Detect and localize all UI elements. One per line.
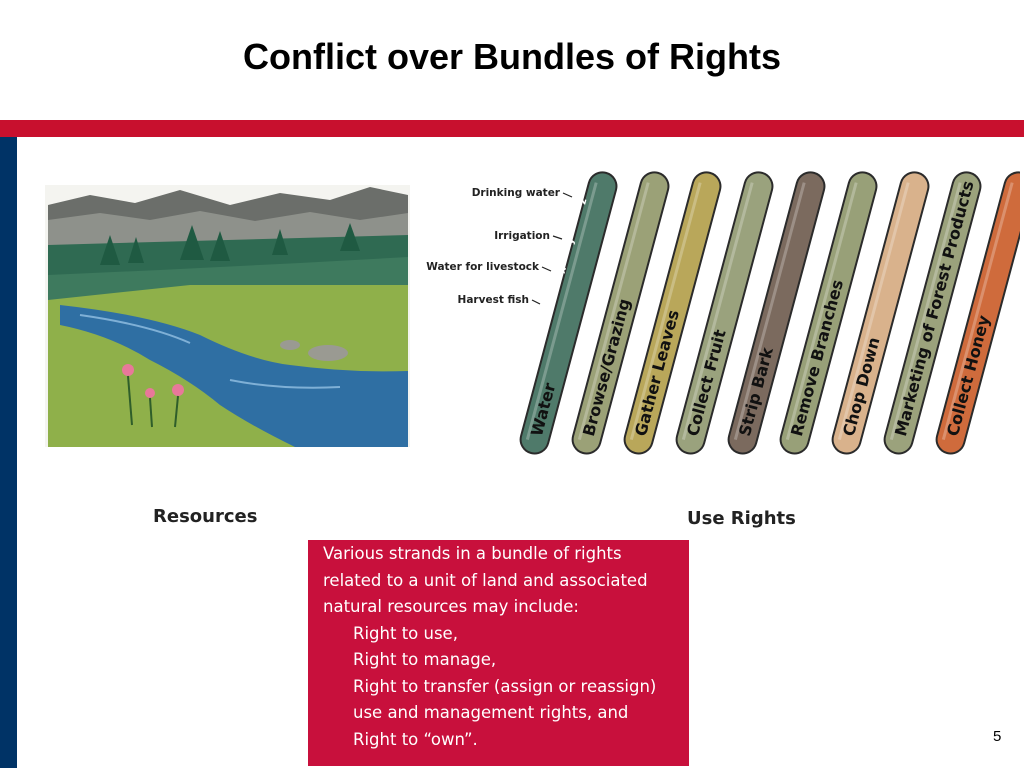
- stick-highlight: [525, 182, 598, 440]
- left-accent-bar: [0, 137, 17, 768]
- stick-body: [571, 171, 670, 455]
- strand-letter-z: z: [577, 197, 589, 206]
- infobox-line: Various strands in a bundle of rights: [323, 544, 622, 563]
- water-resource-labels: Drinking water Irrigation Water for live…: [426, 187, 573, 306]
- stick-highlight: [577, 182, 650, 440]
- stick-highlight: [681, 182, 754, 440]
- water-for-livestock-label: Water for livestock: [426, 261, 540, 273]
- harvest-fish-label: Harvest fish: [458, 294, 529, 306]
- landscape-illustration: [45, 185, 410, 447]
- drinking-water-label: Drinking water: [472, 187, 561, 199]
- stick-body: [727, 171, 826, 455]
- infobox-line: natural resources may include:: [323, 597, 579, 616]
- stick-highlight: [785, 182, 858, 440]
- water-strand-letters: z y x Harvest fish: [557, 197, 590, 275]
- slide-title: Conflict over Bundles of Rights: [242, 36, 781, 77]
- stick-highlight: [629, 182, 702, 440]
- infobox-item: Right to “own”.: [353, 729, 478, 749]
- infobox-item: Right to manage,: [353, 650, 497, 669]
- strand-letter-x: x: [557, 265, 569, 275]
- stick-body: [675, 171, 774, 455]
- stick-body: [883, 171, 982, 455]
- stick-body: [935, 171, 1020, 455]
- use-rights-caption: Use Rights: [687, 508, 796, 529]
- stick-highlight: [941, 182, 1014, 440]
- strand-letter-y: y: [564, 236, 576, 246]
- infobox-item: Right to transfer (assign or reassign): [353, 676, 657, 696]
- stick-highlight: [837, 182, 910, 440]
- stick-highlight: [889, 182, 962, 440]
- rights-infobox: Various strands in a bundle of rights re…: [308, 540, 689, 766]
- infobox-line: related to a unit of land and associated: [323, 570, 648, 590]
- irrigation-label: Irrigation: [494, 230, 550, 242]
- stick-body: [779, 171, 878, 455]
- title-accent-bar: [0, 120, 1024, 137]
- bundle-of-rights-illustration: Drinking water Irrigation Water for live…: [45, 171, 1020, 455]
- page-number: 5: [993, 728, 1002, 745]
- stick-body: [623, 171, 722, 455]
- infobox-item: use and management rights, and: [353, 703, 629, 722]
- stick-highlight: [733, 182, 806, 440]
- infobox-item: Right to use,: [353, 623, 458, 643]
- stick-body: [831, 171, 930, 455]
- stick-body: [519, 171, 618, 455]
- resources-caption: Resources: [153, 506, 258, 527]
